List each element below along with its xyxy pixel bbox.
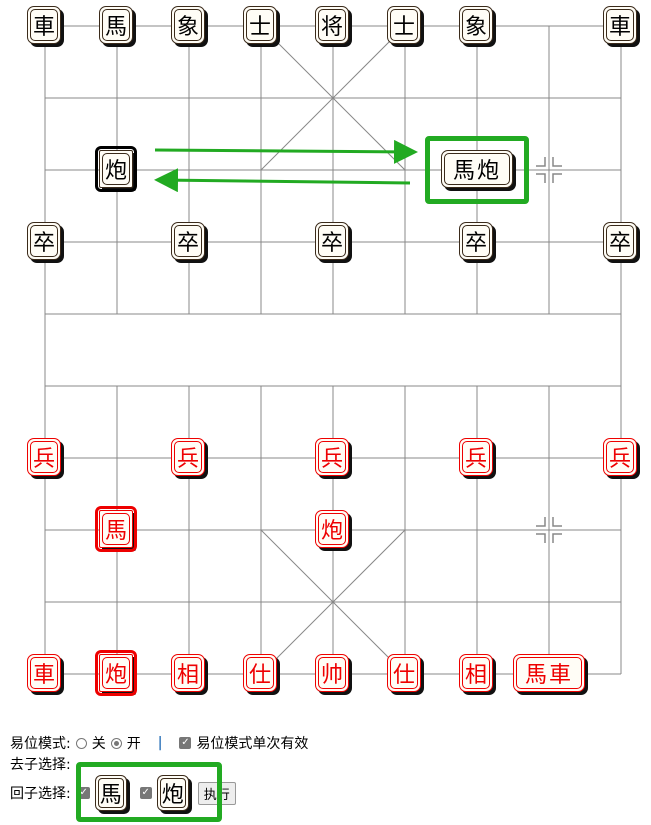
single-use-label: 易位模式单次有效 [196,736,309,752]
piece-red[interactable]: 相 [171,654,205,692]
piece-red[interactable]: 兵 [315,438,349,476]
position-marker [552,517,562,527]
xiangqi-board[interactable]: 車馬象士将士象車炮馬炮卒卒卒卒卒兵兵兵兵兵馬炮車炮相仕帅仕相馬車 [0,0,651,720]
swap-mode-label: 易位模式: [10,736,71,752]
piece-red[interactable]: 帅 [315,654,349,692]
piece-red[interactable]: 兵 [27,438,61,476]
piece-red[interactable]: 兵 [459,438,493,476]
position-marker [552,173,562,183]
stack-highlight-box [425,136,529,204]
board-grid [44,25,622,675]
piece-black[interactable]: 卒 [171,222,205,260]
piece-red[interactable]: 馬 [95,506,137,552]
return-select-highlight-box [76,762,222,822]
single-use-checkbox[interactable]: ✓ [179,737,192,749]
piece-red[interactable]: 相 [459,654,493,692]
piece-red[interactable]: 炮 [95,650,137,696]
position-marker [536,533,546,543]
separator: | [157,735,163,751]
piece-red[interactable]: 仕 [387,654,421,692]
palace-diagonal [260,529,406,675]
palace-diagonal [260,25,406,171]
piece-red[interactable]: 仕 [243,654,277,692]
piece-black[interactable]: 士 [243,6,277,44]
piece-black[interactable]: 象 [171,6,205,44]
position-marker [536,173,546,183]
return-piece-1[interactable]: 馬 [94,775,127,811]
position-marker [552,533,562,543]
piece-black[interactable]: 卒 [27,222,61,260]
piece-red[interactable]: 兵 [171,438,205,476]
piece-black[interactable]: 馬 [99,6,133,44]
piece-black[interactable]: 象 [459,6,493,44]
position-marker [536,157,546,167]
piece-black[interactable]: 卒 [603,222,637,260]
piece-red[interactable]: 車 [27,654,61,692]
move-arrow-left [154,168,411,193]
position-marker [536,517,546,527]
piece-black[interactable]: 卒 [459,222,493,260]
piece-black[interactable]: 卒 [315,222,349,260]
swap-mode-off-radio[interactable] [75,737,87,749]
execute-button[interactable]: 执行 [197,781,236,805]
swap-mode-on-radio[interactable] [110,737,122,749]
return-select-label: 回子选择: [10,786,71,802]
swap-mode-off-label: 关 [91,736,106,752]
position-marker [552,157,562,167]
swap-mode-on-label: 开 [126,736,141,752]
piece-red[interactable]: 兵 [603,438,637,476]
control-panel: 易位模式: 关 开 | ✓ 易位模式单次有效 去子选择: 回子选择: ✓ 馬 ✓… [10,732,308,812]
remove-select-label: 去子选择: [10,757,71,773]
piece-black[interactable]: 将 [315,6,349,44]
piece-black[interactable]: 士 [387,6,421,44]
piece-black[interactable]: 炮 [95,146,137,192]
piece-black[interactable]: 車 [603,6,637,44]
piece-red[interactable]: 炮 [315,510,349,548]
stacked-piece-red[interactable]: 馬車 [513,654,585,692]
return-piece-2[interactable]: 炮 [156,775,189,811]
piece-black[interactable]: 車 [27,6,61,44]
move-arrow-right [154,139,418,164]
stacked-piece-black[interactable]: 馬炮 [441,150,513,188]
return-piece-checkbox-2[interactable]: ✓ [139,787,152,799]
